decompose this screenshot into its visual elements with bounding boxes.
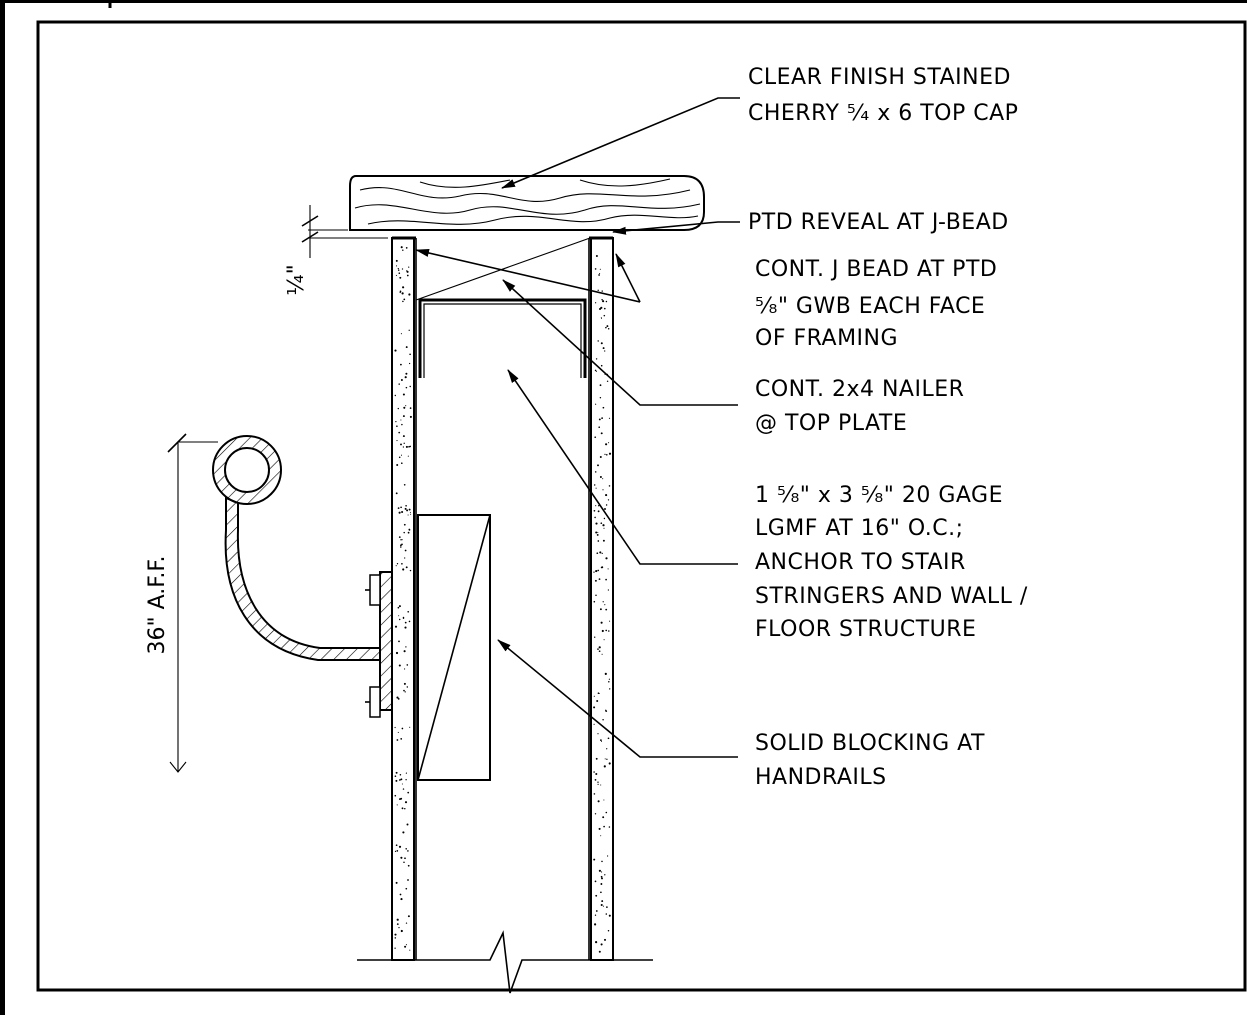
- annotation-blocking: SOLID BLOCKING AT HANDRAILS: [755, 731, 985, 790]
- handrail-height-text: 36" A.F.F.: [145, 556, 170, 655]
- handrail-height-dimension: 36" A.F.F.: [145, 433, 218, 773]
- annotation-nailer-line2: @ TOP PLATE: [755, 411, 907, 436]
- annotation-stud: 1 ⁵⁄₈" x 3 ⁵⁄₈" 20 GAGE LGMF AT 16" O.C.…: [755, 483, 1028, 642]
- annotation-j-bead-line3: OF FRAMING: [755, 326, 898, 351]
- annotation-j-bead-line2: ⁵⁄₈" GWB EACH FACE: [755, 294, 985, 319]
- gwb-right-panel: [590, 237, 614, 961]
- annotation-j-bead: CONT. J BEAD AT PTD ⁵⁄₈" GWB EACH FACE O…: [755, 257, 997, 351]
- solid-blocking: [417, 514, 491, 781]
- annotation-stud-line5: FLOOR STRUCTURE: [755, 617, 976, 642]
- reveal-dimension: ¹⁄₄": [284, 205, 388, 296]
- annotation-top-cap: CLEAR FINISH STAINED CHERRY ⁵⁄₄ x 6 TOP …: [748, 65, 1018, 126]
- annotation-blocking-line1: SOLID BLOCKING AT: [755, 731, 985, 756]
- annotation-nailer-line1: CONT. 2x4 NAILER: [755, 377, 964, 402]
- annotation-j-bead-line1: CONT. J BEAD AT PTD: [755, 257, 997, 282]
- annotation-stud-line2: LGMF AT 16" O.C.;: [755, 516, 964, 541]
- annotation-stud-line4: STRINGERS AND WALL /: [755, 584, 1028, 609]
- gwb-left-panel: [391, 237, 415, 961]
- leader-lines: [415, 97, 740, 758]
- top-cap-board: [349, 175, 705, 231]
- reveal-dimension-text: ¹⁄₄": [284, 264, 309, 295]
- annotation-blocking-line2: HANDRAILS: [755, 765, 887, 790]
- annotation-top-cap-line1: CLEAR FINISH STAINED: [748, 65, 1011, 90]
- annotation-stud-line1: 1 ⁵⁄₈" x 3 ⁵⁄₈" 20 GAGE: [755, 483, 1003, 508]
- annotation-stud-line3: ANCHOR TO STAIR: [755, 550, 966, 575]
- handrail-bracket: [212, 435, 393, 718]
- floor-break-line: [357, 930, 653, 994]
- annotation-top-cap-line2: CHERRY ⁵⁄₄ x 6 TOP CAP: [748, 101, 1018, 126]
- annotation-nailer: CONT. 2x4 NAILER @ TOP PLATE: [755, 377, 964, 436]
- annotation-reveal: PTD REVEAL AT J-BEAD: [748, 210, 1009, 235]
